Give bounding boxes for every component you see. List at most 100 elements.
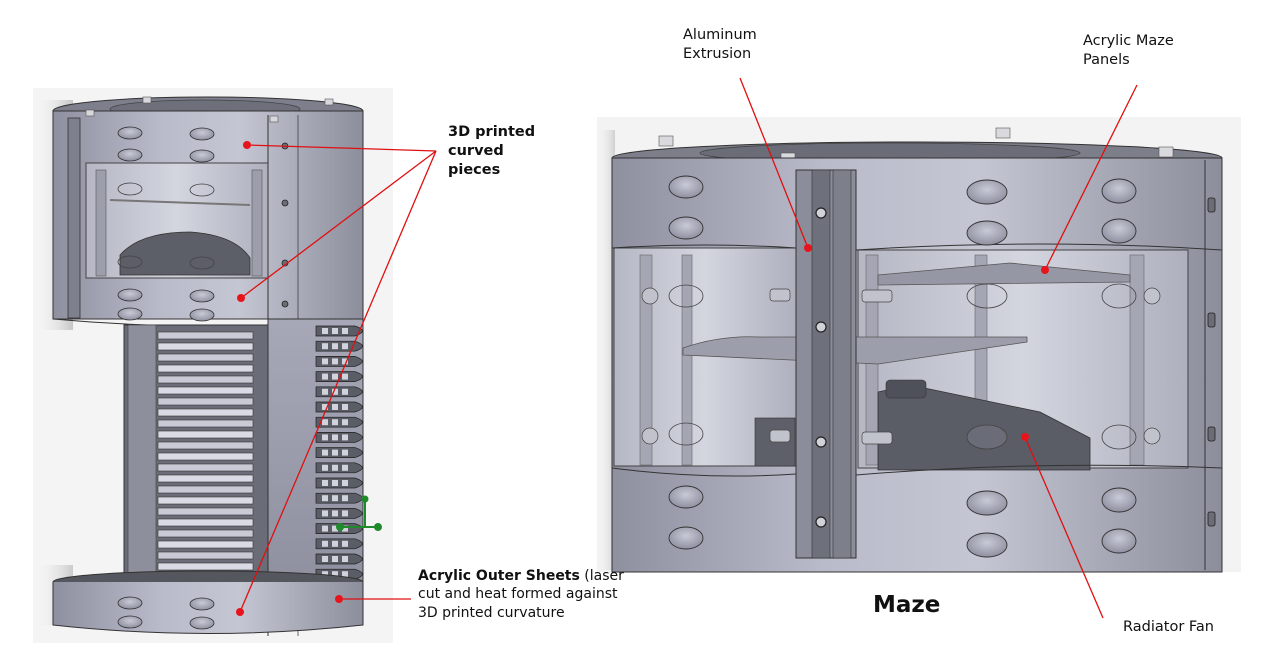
label-line: pieces [448, 162, 501, 179]
right-render [597, 77, 1241, 619]
vent-rib [342, 464, 348, 471]
label-line: 3D printed curvature [418, 604, 565, 621]
vent-rib [332, 373, 338, 380]
vent-rib [322, 328, 328, 334]
cooling-slat [157, 353, 254, 362]
label-normal-part: (laser [579, 568, 624, 584]
cooling-slat [157, 474, 254, 483]
band-edge-upper-right [855, 243, 1223, 251]
cooling-slat [157, 485, 254, 494]
band-edge-lower-right [855, 464, 1223, 476]
right-edge-screws [1207, 197, 1216, 527]
cooling-slat [157, 496, 254, 505]
left-edge-rib [67, 117, 81, 319]
label-line: curved [448, 143, 504, 160]
vent-rib [342, 571, 348, 578]
band-edge-lower-left [611, 467, 797, 477]
vent-rib [322, 540, 328, 547]
vent-rib [342, 540, 348, 547]
vent-rib [342, 328, 348, 334]
cooling-slat [157, 375, 254, 384]
label-aluminum-extrusion: Aluminum Extrusion [683, 26, 757, 64]
vent-rib [342, 343, 348, 350]
vent-rib [332, 404, 338, 410]
vent-rib [332, 495, 338, 502]
cooling-slat [157, 342, 254, 351]
vent-rib [322, 510, 328, 517]
vent-rib [332, 358, 338, 365]
extrusion-slot [811, 169, 831, 559]
vent-rib [322, 419, 328, 426]
vent-rib [322, 571, 328, 578]
vent-rib [332, 480, 338, 486]
vent-rib [332, 464, 338, 471]
caption-maze: Maze [873, 592, 941, 618]
right-callout-dots [804, 244, 1049, 441]
cooling-slat [157, 529, 254, 538]
cooling-slat [157, 540, 254, 549]
cooling-slat [157, 430, 254, 439]
callout-3d-printed-lines [239, 144, 437, 613]
cooling-slats [157, 331, 254, 571]
left-render [33, 88, 437, 643]
label-line: Acrylic Outer Sheets (laser [418, 567, 624, 585]
cooling-slat [157, 408, 254, 417]
right-shadow [597, 130, 615, 570]
label-line: Aluminum [683, 27, 757, 43]
vent-rib [322, 480, 328, 486]
vent-rib [342, 358, 348, 365]
label-line: cut and heat formed against [418, 586, 618, 603]
label-bold-part: Acrylic Outer Sheets [418, 568, 580, 584]
band-edge-upper-left [611, 244, 797, 249]
vent-rib [342, 495, 348, 502]
label-acrylic-maze-panels: Acrylic Maze Panels [1083, 32, 1174, 70]
cooling-slat [157, 551, 254, 560]
callout-acrylic-dot [335, 595, 343, 603]
label-radiator-fan: Radiator Fan [1123, 618, 1214, 637]
label-line: 3D printed [448, 124, 536, 140]
window-extrusion [95, 169, 107, 277]
top-bolts [85, 96, 334, 123]
callout-3d-printed-dots [236, 141, 251, 616]
cooling-slat [157, 364, 254, 373]
cooling-slat [157, 463, 254, 472]
vent-rib [332, 343, 338, 350]
top-fan [119, 231, 251, 276]
label-acrylic-outer-sheets: Acrylic Outer Sheets (laser cut and heat… [418, 567, 624, 622]
cooling-slat [157, 386, 254, 395]
vent-rib [332, 388, 338, 395]
label-line: Radiator Fan [1123, 619, 1214, 635]
vent-rib [342, 419, 348, 426]
window-extrusion-2 [251, 169, 263, 277]
label-line: Extrusion [683, 46, 752, 63]
vent-rib [332, 328, 338, 334]
vent-rib [322, 449, 328, 456]
vent-rib [342, 556, 348, 562]
maze-panel-upper [877, 262, 1131, 286]
vent-rib [332, 540, 338, 547]
right-callout-lines [739, 77, 1138, 619]
vent-rib [332, 571, 338, 578]
vent-rib [332, 434, 338, 441]
cooling-slat [157, 441, 254, 450]
vent-rib [332, 556, 338, 562]
cooling-slat [157, 507, 254, 516]
vent-rib [342, 525, 348, 532]
cooling-slat [157, 452, 254, 461]
vent-rib [322, 388, 328, 395]
vent-rib [322, 464, 328, 471]
maze-panel-line [109, 199, 251, 206]
vent-rib [342, 404, 348, 410]
extrusion-screws [815, 207, 827, 528]
vent-rib [332, 510, 338, 517]
right-band-ovals [668, 175, 1137, 558]
label-3d-printed-curved-pieces: 3D printed curved pieces [448, 123, 535, 180]
middle-extrusion [127, 324, 157, 581]
vent-rib [342, 388, 348, 395]
cooling-slat [157, 397, 254, 406]
vent-rib [322, 525, 328, 532]
vent-rib [332, 449, 338, 456]
vent-rib [322, 343, 328, 350]
